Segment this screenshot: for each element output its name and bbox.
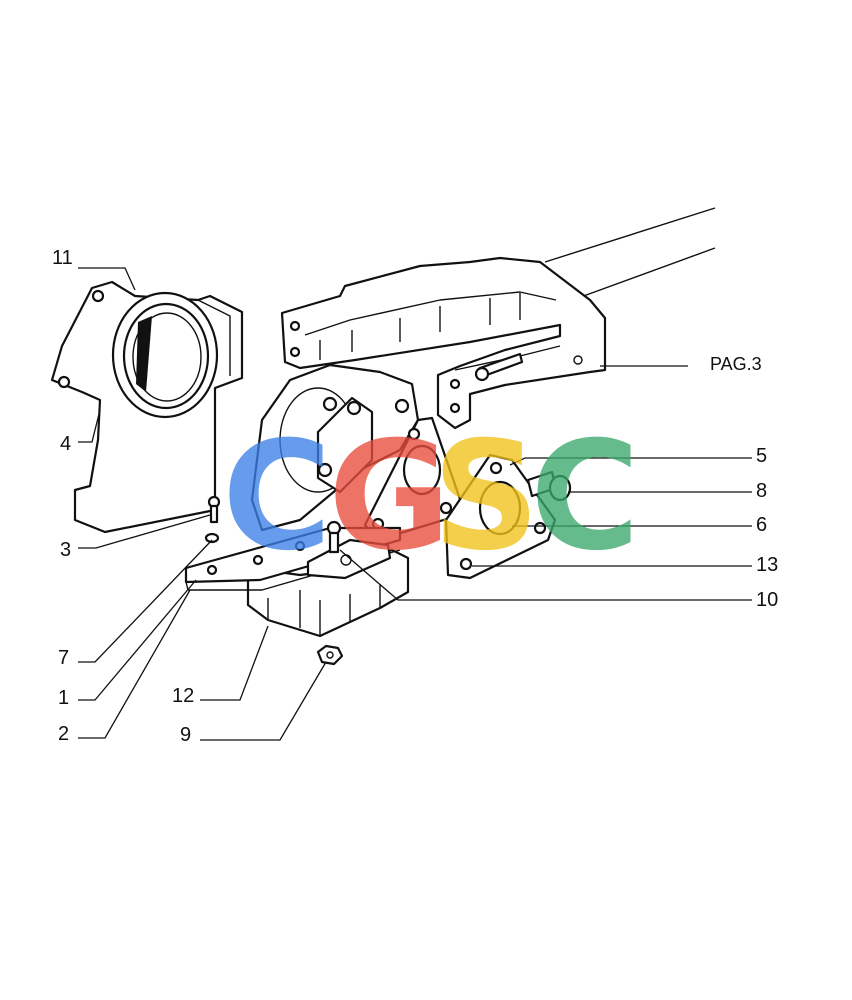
callout-labels: 11 4 3 7 1 2 12 9 5 8 6 13 10 PAG.3: [52, 247, 778, 746]
callout-7: 7: [58, 647, 69, 669]
watermark-letter-1: C: [222, 410, 332, 584]
fasteners: [204, 495, 344, 666]
callout-8: 8: [756, 480, 767, 502]
watermark: C G S C: [222, 410, 640, 584]
callout-10: 10: [756, 589, 778, 611]
watermark-letter-3: S: [432, 410, 540, 584]
callout-4: 4: [60, 433, 71, 455]
callout-1: 1: [58, 687, 69, 709]
bolt-8: [526, 470, 572, 502]
callout-6: 6: [756, 514, 767, 536]
callout-13: 13: [756, 554, 778, 576]
bearing-support: [50, 280, 244, 534]
callout-2: 2: [58, 723, 69, 745]
callout-3: 3: [60, 539, 71, 561]
watermark-letter-2: G: [328, 410, 451, 584]
callout-5: 5: [756, 445, 767, 467]
watermark-letter-4: C: [530, 410, 640, 584]
leader-lines: [78, 267, 752, 741]
callout-12: 12: [172, 685, 194, 707]
page-reference: PAG.3: [710, 354, 762, 374]
frame-beam: [280, 207, 716, 430]
triangular-plate: [444, 453, 557, 580]
callout-9: 9: [180, 724, 191, 746]
callout-11: 11: [52, 247, 73, 269]
